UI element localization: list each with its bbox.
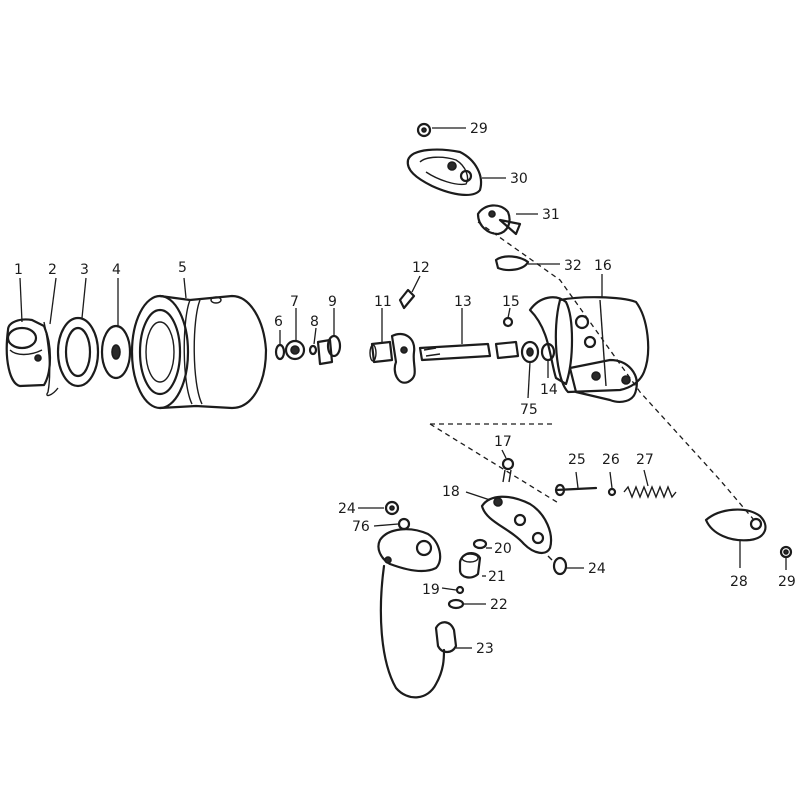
part-5-spool <box>130 294 268 410</box>
part-24-screw-left <box>384 500 400 516</box>
part-21-cam <box>458 552 482 579</box>
part-7-nut <box>284 339 306 361</box>
label-31: 31 <box>542 207 560 223</box>
part-13-main-shaft <box>418 340 520 362</box>
part-30-bail-arm <box>406 148 483 196</box>
part-22-washer <box>447 598 465 610</box>
assembly-guide-lines <box>429 423 561 505</box>
part-3-ring <box>56 316 100 388</box>
part-20-washer <box>472 538 488 550</box>
bail-wire-loop <box>379 564 446 699</box>
label-6: 6 <box>274 314 283 330</box>
label-18: 18 <box>442 484 460 500</box>
part-31-bail-mount <box>476 204 522 236</box>
label-12: 12 <box>412 260 430 276</box>
label-15: 15 <box>502 294 520 310</box>
part-32-spring <box>494 255 530 272</box>
part-16-reel-body <box>528 296 650 403</box>
part-27-spring <box>623 485 677 499</box>
label-25: 25 <box>568 452 586 468</box>
part-6-washer <box>274 343 286 361</box>
label-9: 9 <box>328 294 337 310</box>
part-76-washer <box>397 517 411 531</box>
part-18-anti-reverse-plate <box>480 495 553 554</box>
label-13: 13 <box>454 294 472 310</box>
part-29-screw-top <box>416 122 432 138</box>
part-15-screw <box>502 316 514 328</box>
label-22: 22 <box>490 597 508 613</box>
bail-arm-left <box>377 528 442 573</box>
part-12-oscillating-gear <box>390 288 416 384</box>
label-16: 16 <box>594 258 612 274</box>
part-1-front-cap <box>5 318 52 388</box>
label-29-top: 29 <box>470 121 488 137</box>
label-29-bottom: 29 <box>778 574 796 590</box>
part-25-pin <box>554 483 598 497</box>
label-7: 7 <box>290 294 299 310</box>
label-27: 27 <box>636 452 654 468</box>
label-19: 19 <box>422 582 440 598</box>
label-3: 3 <box>80 262 89 278</box>
label-28: 28 <box>730 574 748 590</box>
label-24-right: 24 <box>588 561 606 577</box>
label-4: 4 <box>112 262 121 278</box>
part-2-clip <box>43 321 59 397</box>
leader-lines <box>19 127 787 649</box>
part-26-washer <box>607 487 617 497</box>
part-4-washer <box>100 324 132 380</box>
part-8-pin <box>308 344 318 356</box>
part-23-line-roller <box>434 621 458 654</box>
label-20: 20 <box>494 541 512 557</box>
label-11: 11 <box>374 294 392 310</box>
part-11-bushing <box>369 340 394 364</box>
part-labels: 1 2 3 4 5 6 7 8 9 11 12 13 15 14 75 16 2… <box>14 121 796 657</box>
label-26: 26 <box>602 452 620 468</box>
label-75: 75 <box>520 402 538 418</box>
part-24-screw-right <box>547 555 568 576</box>
part-17-screw <box>501 457 515 483</box>
label-1: 1 <box>14 262 23 278</box>
label-2: 2 <box>48 262 57 278</box>
bail-wire-path <box>477 221 755 521</box>
label-30: 30 <box>510 171 528 187</box>
label-32: 32 <box>564 258 582 274</box>
part-9-drag-washer <box>316 334 342 366</box>
part-19-pin <box>455 585 465 595</box>
part-28-bail-arm-lower <box>704 508 767 542</box>
label-76: 76 <box>352 519 370 535</box>
label-17: 17 <box>494 434 512 450</box>
label-5: 5 <box>178 260 187 276</box>
label-23: 23 <box>476 641 494 657</box>
part-29-screw-bottom <box>779 545 793 559</box>
label-21: 21 <box>488 569 506 585</box>
label-14: 14 <box>540 382 558 398</box>
label-24-left: 24 <box>338 501 356 517</box>
label-8: 8 <box>310 314 319 330</box>
